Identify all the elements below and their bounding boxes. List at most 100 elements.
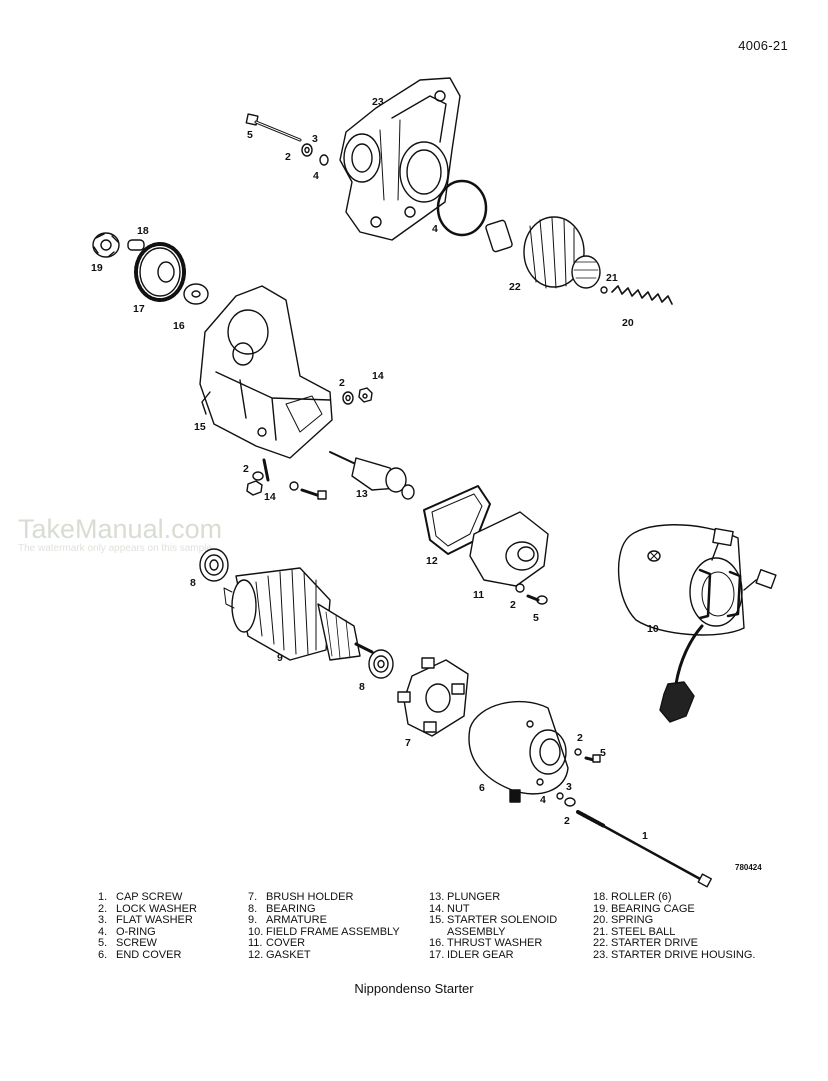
legend-item: 4.O-RING xyxy=(98,925,248,939)
legend-item: 3. FLAT WASHER xyxy=(98,915,248,927)
legend-item-text: ARMATURE xyxy=(266,914,327,927)
callout-1: 1 xyxy=(642,830,648,842)
callout-15: 15 xyxy=(194,421,206,433)
legend-item-text: THRUST WASHER xyxy=(447,937,543,950)
legend-item-number: 2. xyxy=(98,902,108,915)
legend-item-number: 11. xyxy=(248,937,263,950)
legend-item-text: O-RING xyxy=(116,925,156,938)
callout-2: 2 xyxy=(510,599,516,611)
callout-19: 19 xyxy=(91,262,103,274)
legend-item-text: IDLER GEAR xyxy=(447,948,514,961)
legend-item: ASSEMBLY xyxy=(429,926,593,939)
end-cover xyxy=(468,700,569,803)
legend-item-text: END COVER xyxy=(116,948,182,961)
legend-item: 6. END COVER xyxy=(98,948,248,962)
legend-item-text: NUT xyxy=(447,902,470,915)
idler-gear xyxy=(134,242,186,302)
watermark: TakeManual.com The watermark only appear… xyxy=(18,514,222,554)
legend-item: 2.LOCK WASHER xyxy=(98,902,248,916)
cover-hardware xyxy=(515,583,548,605)
legend-item: 14.NUT xyxy=(429,902,593,916)
watermark-subtitle: The watermark only appears on this sampl… xyxy=(18,543,212,554)
figure-caption: Nippondenso Starter xyxy=(354,981,474,996)
legend-item-number: 15. xyxy=(429,914,445,927)
legend-item-number: 1. xyxy=(98,891,108,903)
callout-3: 3 xyxy=(312,133,318,145)
legend-item-number: 18. xyxy=(593,891,609,903)
callout-12: 12 xyxy=(426,555,438,567)
callout-2: 2 xyxy=(339,377,345,389)
page-number: 4006-21 xyxy=(738,38,788,53)
plunger xyxy=(329,451,415,500)
legend-item: 11.COVER xyxy=(248,938,429,950)
legend-item-text: BEARING CAGE xyxy=(611,902,695,915)
starter-drive xyxy=(485,216,608,294)
top-screw xyxy=(245,113,329,166)
bearing-cage xyxy=(92,232,145,258)
legend-item: 18.ROLLER (6) xyxy=(593,891,783,904)
legend-item-number: 20. xyxy=(593,914,609,927)
legend-item-number: 10. xyxy=(248,925,264,938)
starter-drive-housing xyxy=(339,77,461,241)
legend-item: 22.STARTER DRIVE xyxy=(593,938,783,950)
legend-item-number: 6. xyxy=(98,948,108,961)
legend-item: 17.IDLER GEAR xyxy=(429,948,593,962)
legend-item: 16.THRUST WASHER xyxy=(429,938,593,950)
callout-3: 3 xyxy=(566,781,572,793)
callout-2: 2 xyxy=(243,463,249,475)
figure-code: 780424 xyxy=(735,863,762,872)
armature xyxy=(223,567,374,661)
callout-8: 8 xyxy=(359,681,365,693)
legend-item-text: FLAT WASHER xyxy=(116,914,193,927)
solenoid-terminal-hardware xyxy=(342,387,373,405)
legend-item-text: BEARING xyxy=(266,902,316,915)
legend-item-number: 3. xyxy=(98,914,108,927)
callout-8: 8 xyxy=(190,577,196,589)
legend-item-number: 23. xyxy=(593,948,609,961)
legend-item-text: SPRING xyxy=(611,914,654,927)
legend-item-number: 12. xyxy=(248,948,264,961)
legend-item-text: GASKET xyxy=(266,948,311,961)
legend-item-text: STEEL BALL xyxy=(611,925,676,938)
callout-9: 9 xyxy=(277,652,283,664)
cover xyxy=(469,511,549,587)
legend-item-number: 19. xyxy=(593,902,609,915)
callout-10: 10 xyxy=(647,623,659,635)
legend-item-number: 14. xyxy=(429,902,445,915)
callout-5: 5 xyxy=(533,612,539,624)
legend-item-text: STARTER SOLENOID xyxy=(447,914,558,927)
legend-item-text: BRUSH HOLDER xyxy=(266,891,354,903)
callout-20: 20 xyxy=(622,317,634,329)
end-cover-hardware xyxy=(556,748,601,807)
callout-14: 14 xyxy=(372,370,384,382)
legend-item-text: ROLLER (6) xyxy=(611,891,672,903)
legend-item-text: STARTER DRIVE xyxy=(611,937,698,950)
legend-item-text: FIELD FRAME ASSEMBLY xyxy=(266,925,400,938)
legend-item: 21.STEEL BALL xyxy=(593,925,783,939)
legend-item: 10.FIELD FRAME ASSEMBLY xyxy=(248,925,429,939)
legend-item: 8. BEARING xyxy=(248,902,429,916)
legend-item: 1.CAP SCREW xyxy=(98,891,248,904)
callout-5: 5 xyxy=(247,129,253,141)
legend-item: 5.SCREW xyxy=(98,938,248,950)
legend-item: 12.GASKET xyxy=(248,948,429,962)
field-frame-assembly xyxy=(617,524,777,723)
legend-item-number: 22. xyxy=(593,937,609,950)
callout-14: 14 xyxy=(264,491,276,503)
bearing-left xyxy=(199,548,229,582)
callout-11: 11 xyxy=(473,589,484,601)
legend-item-text: PLUNGER xyxy=(447,891,501,903)
callout-2: 2 xyxy=(285,151,291,163)
callout-4: 4 xyxy=(432,223,438,235)
brush-holder xyxy=(397,657,469,737)
legend-item: 20.SPRING xyxy=(593,915,783,927)
starter-solenoid-assembly xyxy=(199,285,333,459)
bearing-right xyxy=(368,649,394,679)
o-ring-top xyxy=(436,179,488,237)
legend-item: 7.BRUSH HOLDER xyxy=(248,891,429,904)
legend-item-number: 8. xyxy=(248,902,258,915)
